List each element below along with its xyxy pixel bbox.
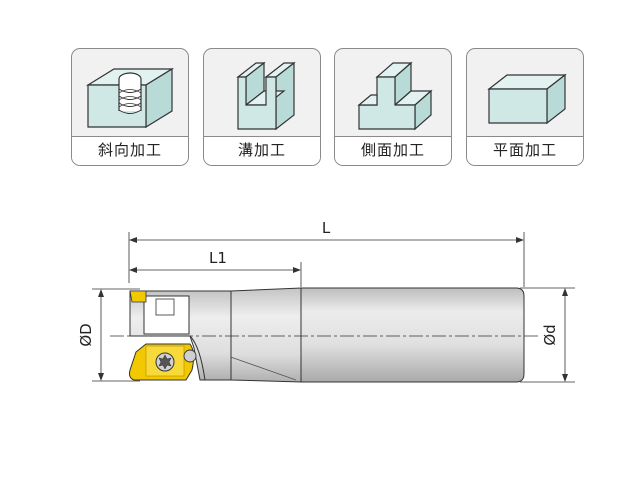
torx-screw-icon (158, 354, 172, 370)
ramping-cube-icon (85, 67, 175, 129)
dimension-D-label: ØD (77, 323, 95, 346)
operation-label: 斜向加工 (72, 136, 188, 165)
slot-block-icon (236, 61, 296, 131)
card-face: 平面加工 (466, 48, 584, 166)
card-inclined: 斜向加工 (71, 48, 189, 166)
lower-insert-icon (129, 343, 197, 381)
tool-head (129, 290, 232, 381)
dimension-L1: L1 (129, 249, 302, 287)
shoulder-block-icon (357, 61, 433, 131)
card-side: 側面加工 (334, 48, 452, 166)
operation-label: 平面加工 (467, 136, 583, 165)
top-insert-icon (129, 290, 147, 303)
dimension-L: L (128, 219, 525, 287)
dimension-L1-label: L1 (209, 249, 227, 267)
dimension-d: Ød (520, 287, 575, 383)
operation-cards: 斜向加工 溝加工 側面加工 平面加工 (0, 0, 640, 180)
face-block-icon (487, 73, 567, 125)
tool-shank (300, 287, 525, 383)
dimension-d-label: Ød (541, 324, 559, 345)
dimension-L-label: L (322, 219, 331, 237)
operation-label: 側面加工 (335, 136, 451, 165)
dimension-D: ØD (77, 288, 140, 382)
operation-label: 溝加工 (204, 136, 320, 165)
card-slot: 溝加工 (203, 48, 321, 166)
